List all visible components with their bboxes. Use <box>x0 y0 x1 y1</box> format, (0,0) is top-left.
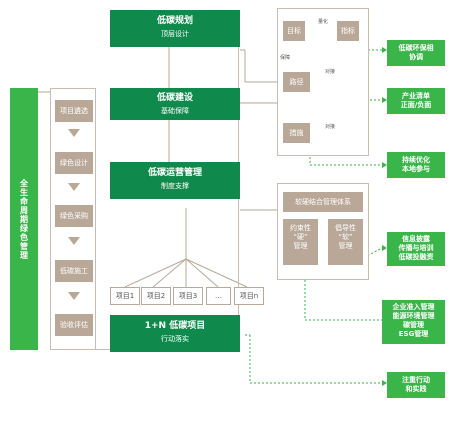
cycle-path: 路径 <box>283 72 310 92</box>
step-acceptance-evaluation: 验收评估 <box>55 314 93 336</box>
step-green-design: 绿色设计 <box>55 152 93 174</box>
governance-hard-line: 约束性 <box>290 224 311 232</box>
outcome-action: 注重行动 和实践 <box>387 372 445 398</box>
outcome-line: 产业清单 <box>402 92 430 100</box>
outcome-line: 低碳投融资 <box>398 253 434 261</box>
governance-hard-line: “硬” <box>293 233 308 241</box>
tier-subtitle: 基础保障 <box>161 107 189 115</box>
step-low-carbon-construction: 低碳施工 <box>55 260 93 282</box>
outcome-line: 信息披露 <box>402 235 430 243</box>
outcome-line: 本地参与 <box>402 165 430 173</box>
outcome-line: 企业准入管理 <box>392 303 435 311</box>
tier-planning: 低碳规划 顶层设计 <box>110 10 240 47</box>
governance-hard: 约束性 “硬” 管理 <box>283 219 318 265</box>
outcome-line: 碳管理 <box>403 321 424 329</box>
tier-operations: 低碳运营管理 制度支撑 <box>110 162 240 199</box>
down-arrow-icon <box>68 129 80 137</box>
cycle-measure: 措施 <box>283 123 310 143</box>
tier-title: 低碳运营管理 <box>147 168 202 178</box>
outcome-disclosure: 信息披露 传播与培训 低碳投融资 <box>387 232 445 266</box>
governance-soft-line: 倡导性 <box>335 224 356 232</box>
project-box: … <box>206 287 231 305</box>
project-box: 项目n <box>234 287 264 305</box>
outcome-eco-coordination: 低碳环保相 协调 <box>387 40 445 66</box>
tier-construction: 低碳建设 基础保障 <box>110 88 240 120</box>
tier-title: 1+N 低碳项目 <box>144 321 206 331</box>
cycle-label-quantify: 量化 <box>318 19 329 25</box>
lifecycle-label: 全生命周期绿色管理 <box>19 178 29 260</box>
cycle-label-guarantee: 保障 <box>280 55 291 61</box>
outcome-line: 和实践 <box>405 385 427 393</box>
outcome-line: 注重行动 <box>402 376 430 384</box>
step-green-procurement: 绿色采购 <box>55 205 93 227</box>
cycle-label-align2: 对接 <box>325 124 336 130</box>
outcome-line: 能源环境管理 <box>392 312 435 320</box>
project-box: 项目3 <box>173 287 203 305</box>
outcome-industry-list: 产业清单 正面/负面 <box>387 88 445 114</box>
governance-system: 软硬结合管理体系 <box>283 192 363 212</box>
project-box: 项目1 <box>110 287 140 305</box>
outcome-optimization: 持续优化 本地参与 <box>387 152 445 178</box>
outcome-management: 企业准入管理 能源环境管理 碳管理 ESG管理 <box>382 300 445 344</box>
tier-subtitle: 顶层设计 <box>161 30 189 38</box>
outcome-line: 传播与培训 <box>398 244 434 252</box>
down-arrow-icon <box>68 292 80 300</box>
outcome-line: 协调 <box>409 53 423 61</box>
cycle-target: 目标 <box>283 21 305 41</box>
outcome-line: 低碳环保相 <box>398 44 434 52</box>
outcome-line: 持续优化 <box>402 156 430 164</box>
step-project-selection: 项目遴选 <box>55 100 93 122</box>
down-arrow-icon <box>68 237 80 245</box>
down-arrow-icon <box>68 183 80 191</box>
tier-projects: 1+N 低碳项目 行动落实 <box>110 315 240 352</box>
tier-subtitle: 行动落实 <box>161 335 189 343</box>
governance-soft-line: “软” <box>338 233 353 241</box>
governance-soft: 倡导性 “软” 管理 <box>328 219 363 265</box>
tier-title: 低碳建设 <box>156 93 193 103</box>
cycle-label-align1: 对接 <box>325 69 336 75</box>
tier-subtitle: 制度支撑 <box>161 182 189 190</box>
outcome-line: ESG管理 <box>398 330 429 338</box>
project-box: 项目2 <box>141 287 171 305</box>
cycle-indicator: 指标 <box>337 21 359 41</box>
governance-soft-line: 管理 <box>338 242 353 250</box>
lifecycle-bar: 全生命周期绿色管理 <box>10 88 38 350</box>
outcome-line: 正面/负面 <box>400 101 432 109</box>
tier-title: 低碳规划 <box>156 16 193 26</box>
governance-hard-line: 管理 <box>293 242 308 250</box>
